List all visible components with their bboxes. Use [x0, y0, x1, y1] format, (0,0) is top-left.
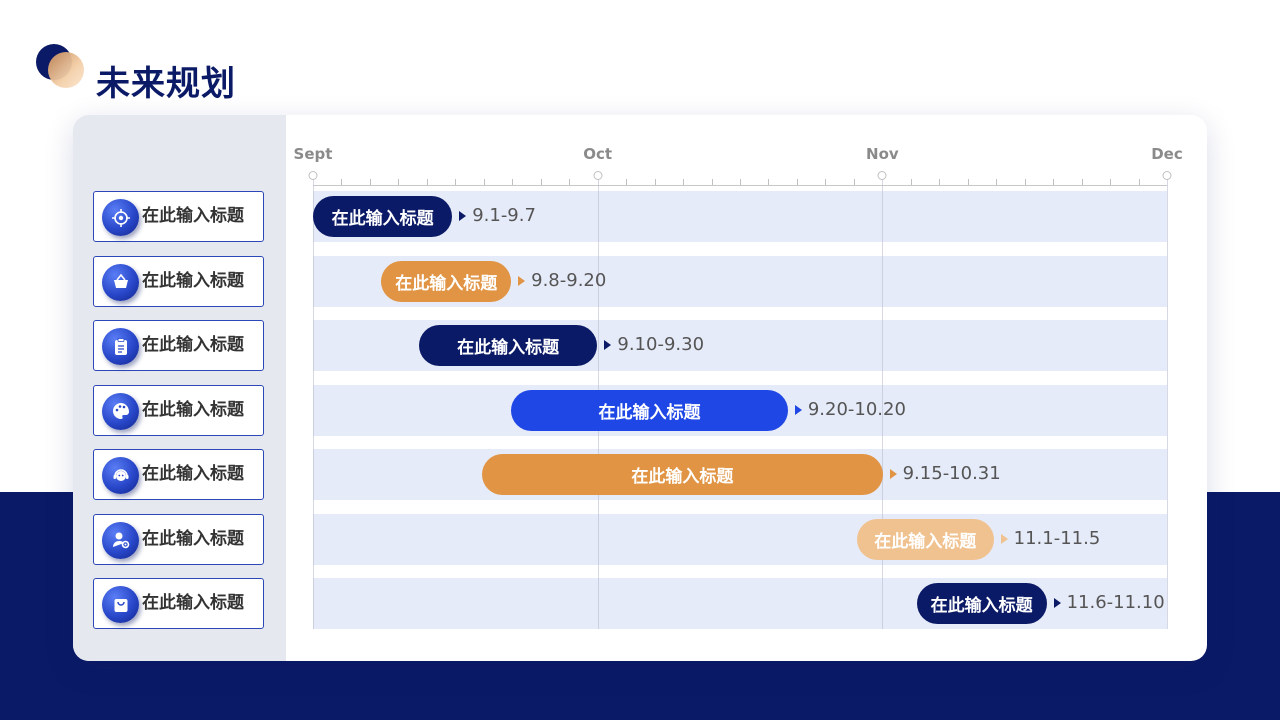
logo-circles	[36, 44, 86, 90]
task-label-text: 在此输入标题	[142, 206, 244, 226]
support-agent-icon	[102, 457, 139, 494]
axis-tick	[683, 179, 685, 185]
axis-tick	[825, 179, 827, 185]
axis-tick	[740, 179, 741, 185]
task-bar[interactable]: 在此输入标题	[511, 389, 788, 431]
task-bar[interactable]: 在此输入标题	[418, 325, 598, 366]
task-label-text: 在此输入标题	[142, 270, 244, 291]
axis-tick	[967, 179, 969, 185]
axis-tick	[1081, 179, 1083, 185]
task-label-card[interactable]: 在此输入标题	[93, 578, 264, 629]
date-range-text: 9.1-9.7	[472, 205, 536, 226]
month-gridline	[882, 179, 884, 629]
user-settings-icon	[102, 521, 139, 559]
axis-tick	[853, 179, 855, 185]
axis-tick	[796, 179, 798, 185]
date-range-text: 9.10-9.30	[617, 334, 705, 355]
target-icon	[102, 199, 139, 236]
axis-tick	[910, 179, 912, 185]
clipboard-icon	[102, 328, 139, 365]
gantt-timeline: Sept Oct Nov Dec 在此输入标题 9.1-9.7 在此输入标题 9.8-9.20…	[286, 115, 1207, 661]
timeline-row	[313, 513, 1167, 565]
axis-tick	[1138, 179, 1140, 185]
axis-tick	[711, 179, 713, 185]
task-label-card[interactable]: 在此输入标题	[93, 191, 264, 242]
axis-tick	[455, 179, 457, 185]
axis-tick	[1053, 179, 1055, 185]
axis-tick	[768, 179, 770, 185]
date-range-text: 9.8-9.20	[531, 269, 607, 291]
axis-tick	[540, 179, 542, 185]
basket-icon	[102, 263, 139, 301]
range-arrow-icon	[794, 404, 802, 415]
range-arrow-icon	[1053, 598, 1061, 608]
date-range-text: 11.1-11.5	[1013, 527, 1101, 549]
range-arrow-icon	[889, 469, 897, 479]
palette-icon	[102, 392, 139, 430]
axis-tick	[939, 179, 941, 185]
task-bar[interactable]: 在此输入标题	[381, 260, 512, 302]
task-label-card[interactable]: 在此输入标题	[93, 255, 264, 307]
task-bar[interactable]: 在此输入标题	[482, 454, 883, 495]
axis-tick	[512, 179, 514, 185]
range-arrow-icon	[518, 275, 526, 286]
date-range-text: 11.6-11.10	[1066, 592, 1165, 613]
axis-tick	[654, 179, 656, 185]
month-label-sept: Sept	[293, 145, 333, 163]
task-label-text: 在此输入标题	[142, 528, 244, 549]
task-label-card[interactable]: 在此输入标题	[93, 513, 264, 565]
date-range-text: 9.20-10.20	[807, 398, 906, 420]
month-gridline	[313, 179, 314, 629]
month-label-nov: Nov	[866, 145, 899, 163]
timeline-card: Sept Oct Nov Dec 在此输入标题 9.1-9.7 在此输入标题 9.8-9.20…	[73, 115, 1207, 661]
range-arrow-icon	[604, 340, 612, 350]
shopping-bag-icon	[102, 586, 139, 623]
axis-tick	[341, 179, 343, 185]
axis-tick	[398, 179, 400, 185]
task-label-text: 在此输入标题	[142, 593, 244, 613]
axis-tick	[996, 179, 998, 185]
axis-tick	[1110, 179, 1112, 185]
axis-tick	[626, 179, 628, 185]
axis-tick	[369, 179, 371, 185]
task-label-text: 在此输入标题	[142, 399, 244, 420]
page-title: 未来规划	[96, 64, 236, 104]
task-label-text: 在此输入标题	[142, 335, 244, 355]
task-label-card[interactable]: 在此输入标题	[93, 449, 264, 500]
task-bar[interactable]: 在此输入标题	[856, 518, 994, 560]
task-bar[interactable]: 在此输入标题	[916, 583, 1047, 624]
task-bar[interactable]: 在此输入标题	[313, 196, 453, 237]
axis-tick	[426, 179, 428, 185]
timeline-row	[313, 191, 1167, 242]
range-arrow-icon	[1000, 533, 1008, 544]
range-arrow-icon	[459, 211, 467, 221]
month-label-oct: Oct	[583, 145, 613, 163]
axis-tick	[483, 179, 485, 185]
task-label-text: 在此输入标题	[142, 464, 244, 484]
time-axis	[313, 185, 1167, 186]
axis-tick	[1024, 179, 1026, 185]
axis-tick	[569, 179, 571, 185]
month-gridline	[1167, 179, 1168, 629]
task-label-card[interactable]: 在此输入标题	[93, 320, 264, 371]
month-label-dec: Dec	[1151, 145, 1183, 163]
date-range-text: 9.15-10.31	[902, 463, 1001, 484]
task-label-card[interactable]: 在此输入标题	[93, 384, 264, 436]
